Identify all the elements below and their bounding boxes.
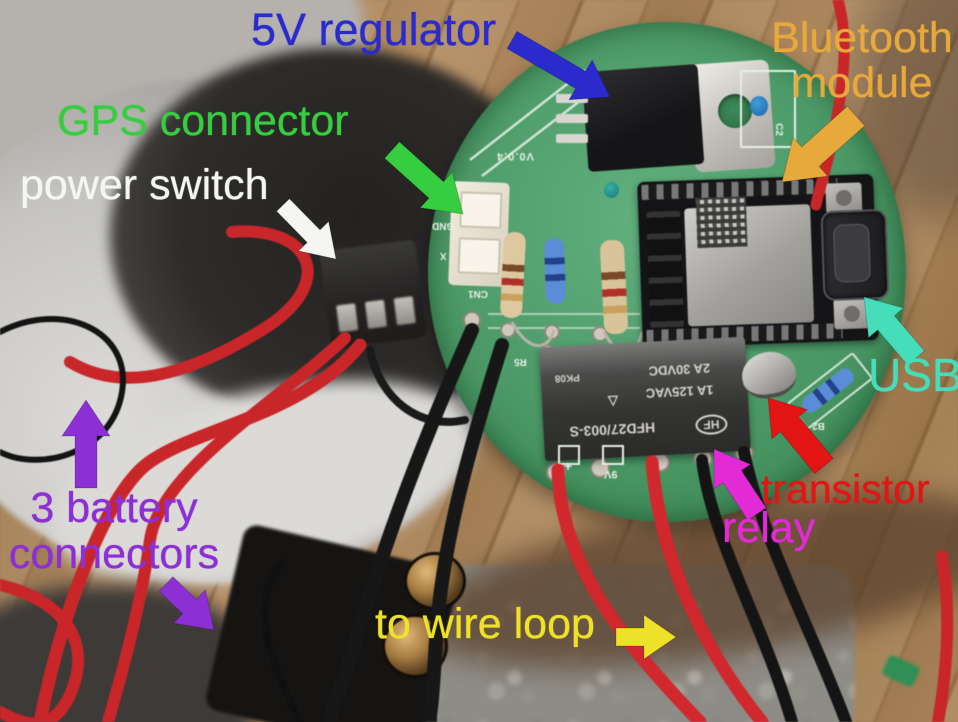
wire-black bbox=[696, 454, 798, 722]
arrow-usb bbox=[863, 296, 926, 366]
label-battery-connectors: 3 battery connectors bbox=[0, 484, 234, 578]
label-line: Bluetooth bbox=[771, 14, 953, 62]
arrow-5v-regulator bbox=[506, 30, 611, 101]
label-usb: USB bbox=[868, 349, 958, 401]
label-bluetooth-module: Bluetooth module bbox=[763, 16, 958, 105]
label-relay: relay bbox=[722, 504, 816, 552]
wire-black bbox=[323, 323, 479, 722]
wire-red bbox=[645, 455, 769, 722]
label-gps-connector: GPS connector bbox=[57, 97, 349, 145]
pcb-board: C2 V0.0.4 V GND X CN1 2A 30VDC bbox=[428, 22, 906, 522]
label-5v-regulator: 5V regulator bbox=[251, 4, 497, 55]
capacitor-small bbox=[604, 182, 619, 198]
label-line: connectors bbox=[8, 529, 220, 578]
label-wire-loop: to wire loop bbox=[375, 600, 595, 648]
arrow-battery-connectors-down bbox=[158, 576, 215, 631]
silkscreen-plus: + bbox=[564, 458, 573, 474]
label-transistor: transistor bbox=[761, 466, 930, 512]
wire-black bbox=[738, 446, 852, 722]
regulator-tab-hole bbox=[718, 94, 752, 128]
arrow-battery-connectors-up bbox=[61, 399, 111, 489]
wire-black-thin bbox=[261, 558, 304, 722]
capacitor-c2 bbox=[750, 96, 768, 116]
arrow-wire-loop bbox=[615, 614, 677, 660]
label-line: 3 battery bbox=[30, 484, 198, 532]
wire-black bbox=[366, 346, 469, 426]
arrow-transistor bbox=[767, 397, 835, 475]
label-power-switch: power switch bbox=[20, 161, 269, 209]
arrow-bluetooth-module bbox=[781, 105, 866, 183]
label-line: module bbox=[791, 58, 933, 107]
wire-black-thin bbox=[0, 316, 126, 463]
regulator-pin bbox=[556, 114, 588, 123]
wire-red bbox=[102, 332, 351, 722]
silkscreen-square bbox=[558, 445, 580, 465]
wire-red bbox=[551, 463, 707, 722]
silkscreen-square bbox=[602, 445, 624, 465]
arrow-power-switch bbox=[275, 197, 337, 260]
arrow-relay bbox=[713, 448, 767, 521]
arrow-gps-connector bbox=[383, 141, 464, 215]
regulator-pin bbox=[556, 134, 588, 143]
wire-red bbox=[932, 550, 954, 722]
c2-silkscreen-box bbox=[740, 70, 796, 148]
wire-black bbox=[423, 338, 509, 722]
